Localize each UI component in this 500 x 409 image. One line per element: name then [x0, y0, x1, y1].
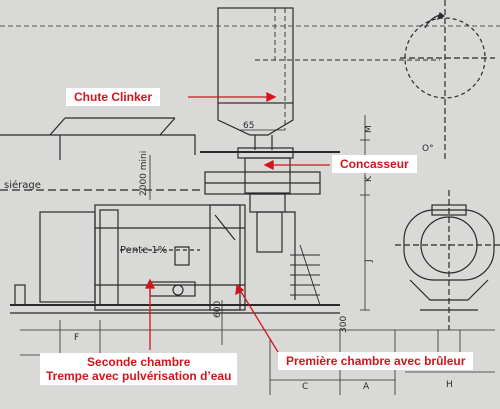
- letter-c: C: [302, 382, 308, 392]
- arrowhead-concasseur: [263, 159, 274, 171]
- clinker-chute-box: [217, 7, 294, 104]
- label-premiere-chambre: Première chambre avec brûleur: [278, 352, 474, 370]
- chute-funnel: [217, 103, 294, 136]
- arrowhead-chute: [266, 91, 277, 103]
- drum-end-left: [39, 211, 96, 303]
- letter-k: K: [364, 175, 374, 182]
- label-seconde-chambre: Seconde chambre Trempe avec pulvérisatio…: [40, 353, 238, 385]
- arrowhead-premiere: [235, 283, 245, 296]
- label-seconde-line1: Seconde chambre: [87, 355, 191, 369]
- letter-h: H: [446, 380, 453, 390]
- dim-600: 600: [213, 301, 223, 318]
- letter-f: F: [74, 333, 79, 343]
- letter-m: M: [364, 125, 374, 133]
- dim-65: 65: [243, 121, 254, 131]
- letter-o: O°: [422, 144, 434, 154]
- label-chute-clinker: Chute Clinker: [66, 88, 161, 106]
- dim-2000: 2000 mini: [139, 151, 149, 196]
- label-concasseur: Concasseur: [332, 155, 417, 173]
- label-sierage: siérage: [4, 179, 41, 191]
- leader-premiere: [239, 289, 279, 353]
- crusher-body: [244, 157, 291, 194]
- letter-j: J: [364, 259, 374, 263]
- dim-300: 300: [339, 316, 349, 333]
- rotary-drum: [94, 204, 246, 311]
- label-pente: Pente 1%: [120, 245, 167, 256]
- rotation-arrow: [424, 14, 441, 29]
- arrowhead-seconde: [144, 278, 156, 289]
- label-seconde-line2: Trempe avec pulvérisation d’eau: [46, 369, 232, 383]
- letter-a: A: [363, 382, 370, 392]
